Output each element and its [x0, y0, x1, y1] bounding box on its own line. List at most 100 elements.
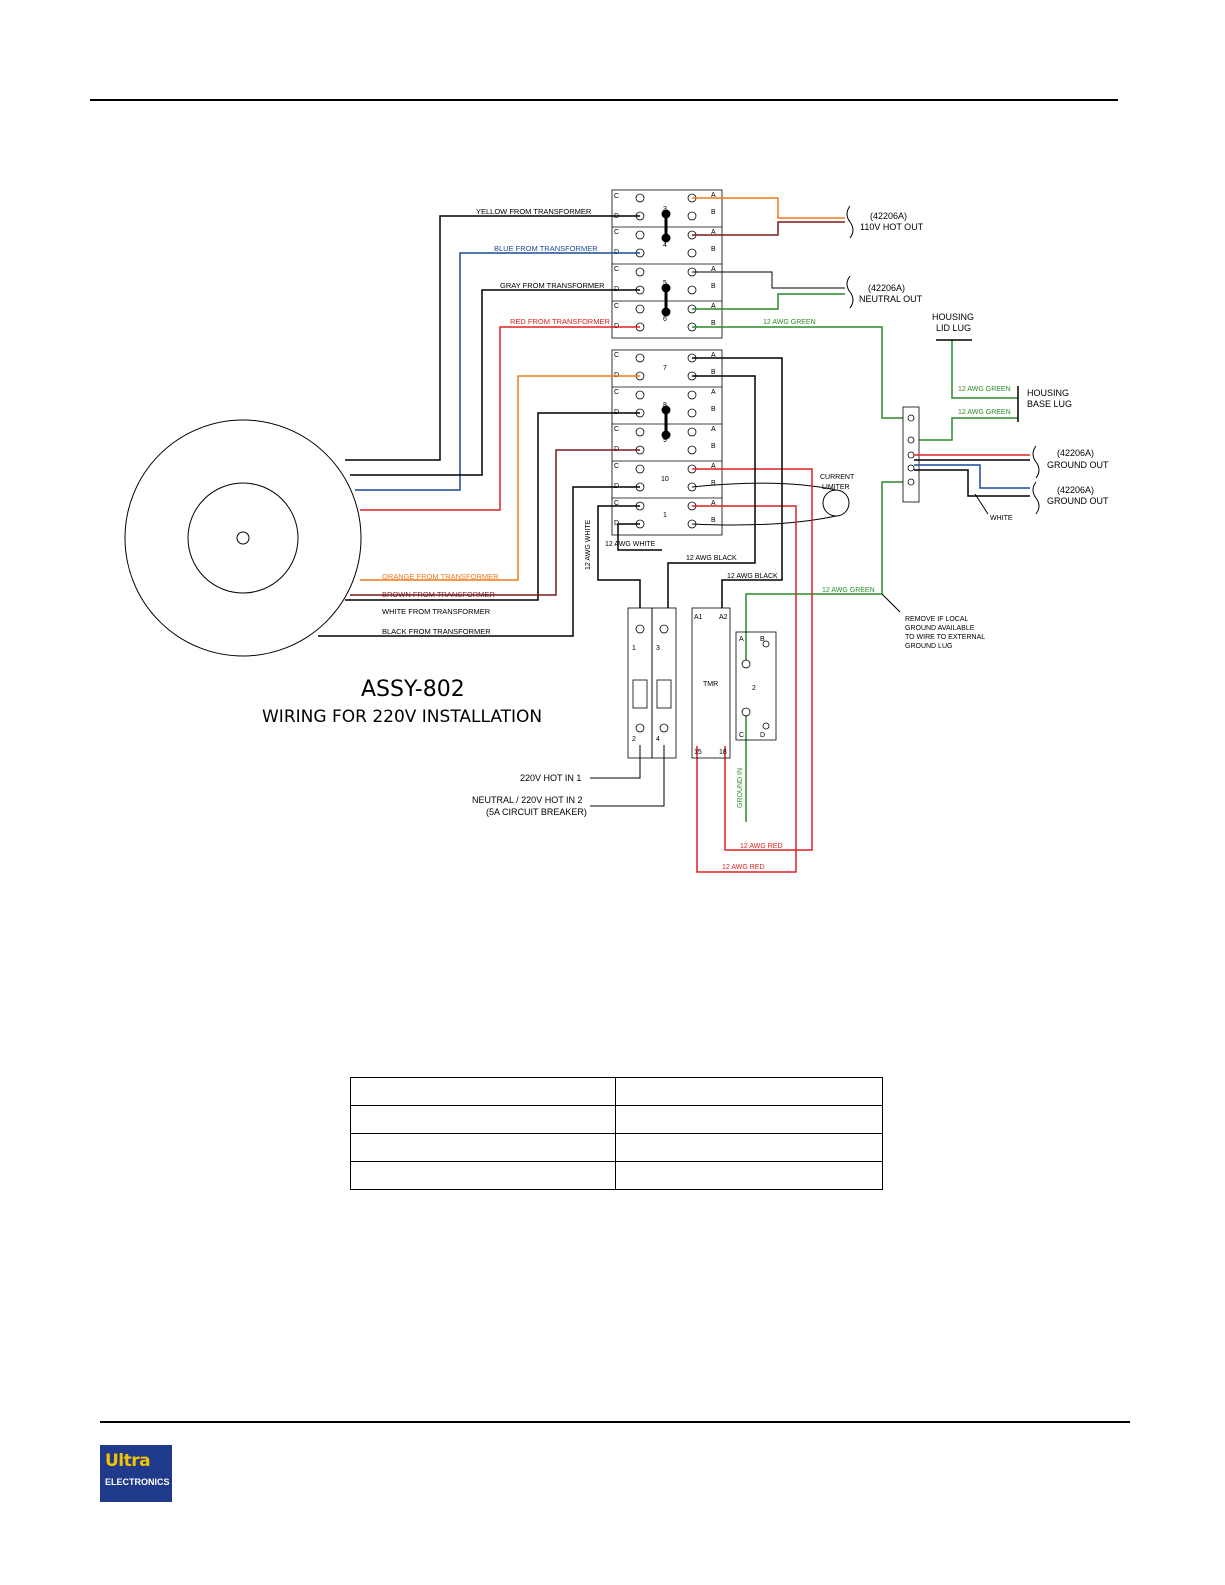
ground-labels: (42206A) GROUND OUT (42206A) GROUND OUT …: [763, 312, 1109, 594]
svg-text:D: D: [760, 732, 765, 739]
table-cell: [350, 1105, 616, 1134]
svg-text:C: C: [614, 352, 619, 359]
svg-text:(42206A): (42206A): [868, 283, 905, 293]
svg-text:12 AWG RED: 12 AWG RED: [740, 843, 783, 850]
svg-text:C: C: [739, 732, 744, 739]
svg-text:9: 9: [663, 437, 667, 444]
svg-text:4: 4: [663, 242, 667, 249]
diagram-subtitle: WIRING FOR 220V INSTALLATION: [262, 707, 542, 727]
svg-text:NEUTRAL OUT: NEUTRAL OUT: [859, 294, 923, 304]
svg-text:1: 1: [632, 645, 636, 652]
svg-text:C: C: [614, 426, 619, 433]
output-wires: [692, 197, 854, 310]
svg-text:BLACK FROM TRANSFORMER: BLACK FROM TRANSFORMER: [382, 627, 491, 636]
footer-rule: [100, 1421, 1130, 1423]
svg-text:BASE LUG: BASE LUG: [1027, 399, 1072, 409]
table-cell: [615, 1105, 883, 1134]
table-cell: [350, 1133, 616, 1162]
svg-text:B: B: [711, 283, 716, 290]
transformer: [124, 419, 362, 657]
svg-text:A: A: [711, 192, 716, 199]
ground-bar: [902, 406, 920, 503]
svg-text:A: A: [711, 426, 716, 433]
svg-text:REMOVE IF LOCAL: REMOVE IF LOCAL: [905, 616, 969, 623]
svg-text:B: B: [711, 406, 716, 413]
jumpers: [661, 209, 671, 440]
svg-text:GROUND LUG: GROUND LUG: [905, 643, 952, 650]
svg-text:12 AWG BLACK: 12 AWG BLACK: [686, 555, 737, 562]
svg-text:(42206A): (42206A): [1057, 448, 1094, 458]
transformer-wires-upper: [345, 215, 640, 511]
input-wires: [590, 745, 665, 807]
svg-text:3: 3: [656, 645, 660, 652]
transformer-wire-labels: YELLOW FROM TRANSFORMER BLUE FROM TRANSF…: [382, 207, 610, 636]
svg-text:B: B: [711, 369, 716, 376]
svg-text:GROUND AVAILABLE: GROUND AVAILABLE: [905, 625, 975, 632]
svg-text:TMR: TMR: [703, 681, 718, 688]
svg-text:12 AWG WHITE: 12 AWG WHITE: [605, 541, 656, 548]
svg-text:C: C: [614, 463, 619, 470]
table-cell: [615, 1161, 883, 1190]
svg-text:B: B: [711, 246, 716, 253]
remove-note: REMOVE IF LOCAL GROUND AVAILABLE TO WIRE…: [881, 593, 985, 650]
svg-text:GROUND OUT: GROUND OUT: [1047, 496, 1109, 506]
svg-text:5: 5: [663, 280, 667, 287]
table-cell: [350, 1077, 616, 1106]
svg-text:A2: A2: [719, 614, 728, 621]
svg-text:110V HOT OUT: 110V HOT OUT: [860, 222, 924, 232]
logo-text-ultra: Ultra: [105, 1451, 151, 1471]
svg-text:A: A: [711, 229, 716, 236]
table-row: [350, 1077, 883, 1106]
svg-text:12 AWG RED: 12 AWG RED: [722, 864, 765, 871]
ground-out-wires: [914, 445, 1040, 515]
svg-text:7: 7: [663, 365, 667, 372]
svg-text:B: B: [711, 320, 716, 327]
svg-text:TO WIRE TO EXTERNAL: TO WIRE TO EXTERNAL: [905, 634, 985, 641]
svg-text:C: C: [614, 193, 619, 200]
svg-text:LID LUG: LID LUG: [936, 323, 971, 333]
svg-text:GROUND OUT: GROUND OUT: [1047, 460, 1109, 470]
svg-text:B: B: [711, 517, 716, 524]
svg-text:12 AWG GREEN: 12 AWG GREEN: [763, 319, 816, 326]
svg-text:CURRENT: CURRENT: [820, 474, 855, 481]
header-rule: [90, 99, 1118, 101]
svg-text:(42206A): (42206A): [870, 211, 907, 221]
terminal-block-lower: [611, 349, 723, 536]
svg-text:12 AWG GREEN: 12 AWG GREEN: [958, 386, 1011, 393]
table-row: [350, 1161, 883, 1190]
svg-text:18: 18: [719, 749, 727, 756]
svg-text:A: A: [711, 463, 716, 470]
svg-text:ORANGE FROM TRANSFORMER: ORANGE FROM TRANSFORMER: [382, 572, 499, 581]
table-row: [350, 1105, 883, 1134]
svg-text:A: A: [711, 266, 716, 273]
svg-text:HOUSING: HOUSING: [1027, 388, 1069, 398]
svg-text:6: 6: [663, 316, 667, 323]
timer-relay: A1 A2 TMR 15 18: [691, 607, 731, 759]
svg-text:10: 10: [661, 476, 669, 483]
company-logo: Ultra ELECTRONICS: [100, 1445, 172, 1502]
svg-text:GRAY FROM TRANSFORMER: GRAY FROM TRANSFORMER: [500, 281, 605, 290]
table-row: [350, 1133, 883, 1162]
current-limiter: [691, 468, 850, 873]
svg-text:C: C: [614, 266, 619, 273]
data-table: [350, 1077, 883, 1190]
control-wires: [597, 357, 783, 608]
svg-text:LIMITER: LIMITER: [822, 484, 850, 491]
svg-text:A: A: [739, 636, 744, 643]
svg-text:YELLOW FROM TRANSFORMER: YELLOW FROM TRANSFORMER: [476, 207, 592, 216]
svg-text:HOUSING: HOUSING: [932, 312, 974, 322]
svg-text:A: A: [711, 303, 716, 310]
svg-text:A1: A1: [694, 614, 703, 621]
block-numbers: 3 4 5 6 7 8 9 10 1: [661, 206, 669, 519]
table-cell: [615, 1133, 883, 1162]
svg-text:12 AWG BLACK: 12 AWG BLACK: [727, 573, 778, 580]
svg-text:B: B: [711, 209, 716, 216]
svg-text:B: B: [711, 480, 716, 487]
transformer-wires-lower: [318, 375, 640, 637]
svg-text:A: A: [711, 389, 716, 396]
lid-lug: [936, 339, 1019, 422]
svg-text:BLUE FROM TRANSFORMER: BLUE FROM TRANSFORMER: [494, 244, 598, 253]
svg-text:C: C: [614, 303, 619, 310]
table-cell: [615, 1077, 883, 1106]
